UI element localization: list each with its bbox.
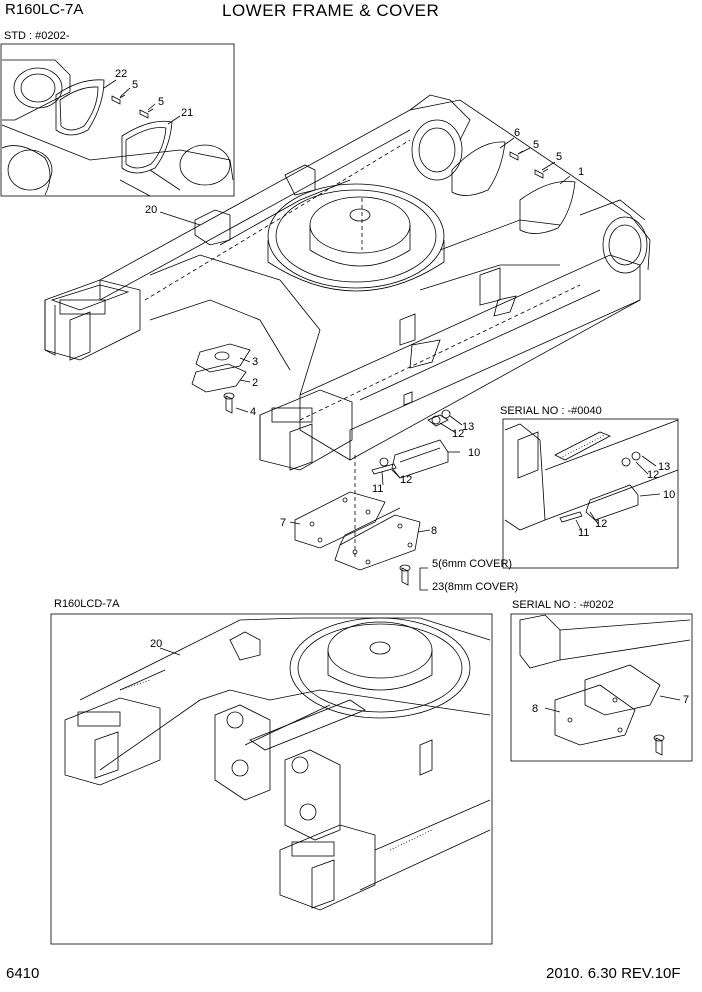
cover-8	[334, 514, 421, 571]
callout-5-b: 5	[158, 96, 164, 108]
callout-5-a: 5	[132, 79, 138, 91]
callout-1: 1	[578, 166, 584, 178]
callout-20: 20	[145, 204, 157, 216]
serial-2-inset-frame	[510, 613, 693, 762]
callout-4: 4	[250, 406, 256, 418]
callout-13-b: 13	[658, 461, 670, 473]
std-note: STD : #0202-	[4, 30, 70, 42]
callout-12-c: 12	[647, 469, 659, 481]
serial-2-drawing	[519, 614, 691, 756]
callout-5-d: 5	[556, 151, 562, 163]
callout-22: 22	[115, 68, 127, 80]
bolt-11	[371, 463, 397, 475]
callout-bolt-23: 23(8mm COVER)	[432, 581, 518, 593]
callout-12-a: 12	[452, 428, 464, 440]
main-frame-drawing	[44, 94, 651, 591]
callout-11-a: 11	[372, 483, 383, 495]
callout-7-b: 7	[683, 694, 689, 706]
callout-6: 6	[514, 127, 520, 139]
callout-5-c: 5	[533, 139, 539, 151]
serial-1-bracket	[585, 484, 639, 521]
gasket-2	[191, 363, 247, 393]
callout-10-a: 10	[468, 447, 480, 459]
callout-21: 21	[181, 107, 193, 119]
page-title: LOWER FRAME & COVER	[222, 1, 440, 20]
callout-20-lcd: 20	[150, 638, 162, 650]
lcd-section-title: R160LCD-7A	[54, 598, 120, 610]
callout-10-b: 10	[663, 489, 675, 501]
callout-12-d: 12	[595, 518, 607, 530]
lcd-frame	[50, 613, 493, 945]
serial-note-1: SERIAL NO : -#0040	[500, 405, 602, 417]
bolt-4	[225, 395, 233, 414]
cover-21	[121, 120, 173, 174]
callout-11-b: 11	[578, 527, 589, 539]
model-name: R160LC-7A	[5, 1, 84, 18]
callout-12-b: 12	[400, 474, 412, 486]
callout-13-a: 13	[462, 421, 474, 433]
bracket-10	[391, 439, 449, 479]
serial-note-2: SERIAL NO : -#0202	[512, 599, 614, 611]
page-number: 6410	[6, 965, 40, 982]
std-inset-drawing	[1, 59, 234, 197]
revision-date: 2010. 6.30 REV.10F	[546, 965, 681, 982]
cover-22	[55, 79, 105, 136]
callout-8-a: 8	[431, 525, 437, 537]
cover-6	[451, 141, 506, 196]
callout-8-b: 8	[532, 703, 538, 715]
lcd-drawing	[64, 617, 491, 911]
callout-3: 3	[252, 356, 258, 368]
callout-2: 2	[252, 377, 258, 389]
std-inset-frame	[0, 43, 235, 197]
callout-7-a: 7	[280, 517, 286, 529]
serial-1-inset-frame	[502, 418, 679, 569]
gasket-3	[195, 343, 251, 373]
cover-7	[294, 491, 386, 549]
callout-bolt-5: 5(6mm COVER)	[432, 558, 512, 570]
cover-1	[519, 181, 576, 234]
serial-1-drawing	[504, 419, 679, 533]
